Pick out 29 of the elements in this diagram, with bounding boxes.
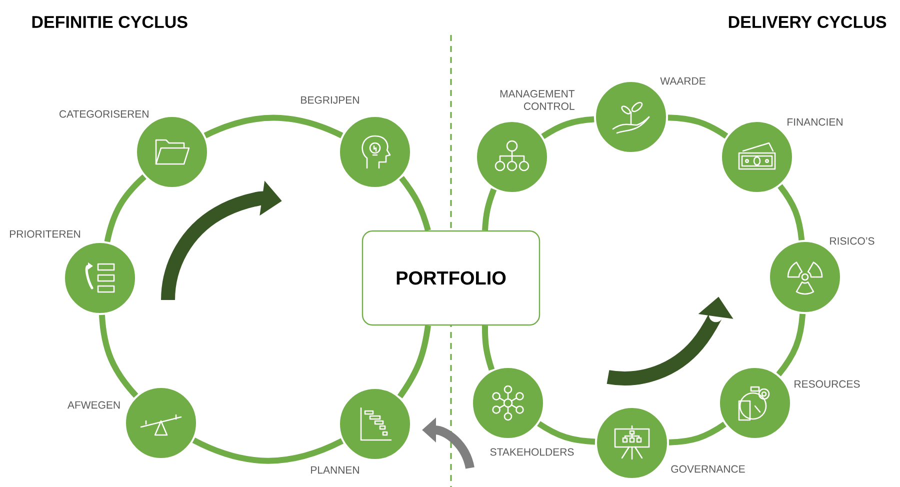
circle-label: CATEGORISEREN [60,110,148,118]
circle-label: PRIORITEREN [10,230,80,238]
ring-segment [778,184,805,240]
ring-segment [399,176,431,232]
heading: DELIVERY CYCLUS [728,16,886,28]
circle-label: STAKEHOLDERS [490,448,574,456]
ring-segment [668,422,726,446]
circle-label: RISICO’S [830,237,874,245]
circle-label: PLANNEN [311,466,359,474]
ring-segment [192,438,344,464]
circle-label: WAARDE [660,77,706,85]
ring-segment [104,174,146,242]
circle-label: BEGRIJPEN [301,96,359,104]
ring-segment [541,116,594,140]
ring-segment [776,314,806,376]
circle-label: AFWEGEN [67,401,120,409]
circle-label: RESOURCES [794,380,860,388]
circle-label: GOVERNANCE [671,465,745,473]
ring-segment [204,114,344,138]
heading: DEFINITIE CYCLUS [32,16,188,28]
ring-segment [482,188,497,231]
circle-label: FINANCIEN [788,118,842,126]
ring-segment [98,314,138,398]
portfolio-box: PORTFOLIO [362,230,540,326]
ring-segment [668,114,728,139]
ring-segment [482,326,495,371]
circle-label: MANAGEMENT CONTROL [500,90,575,110]
ring-segment [397,325,431,398]
ring-segment [537,421,596,445]
